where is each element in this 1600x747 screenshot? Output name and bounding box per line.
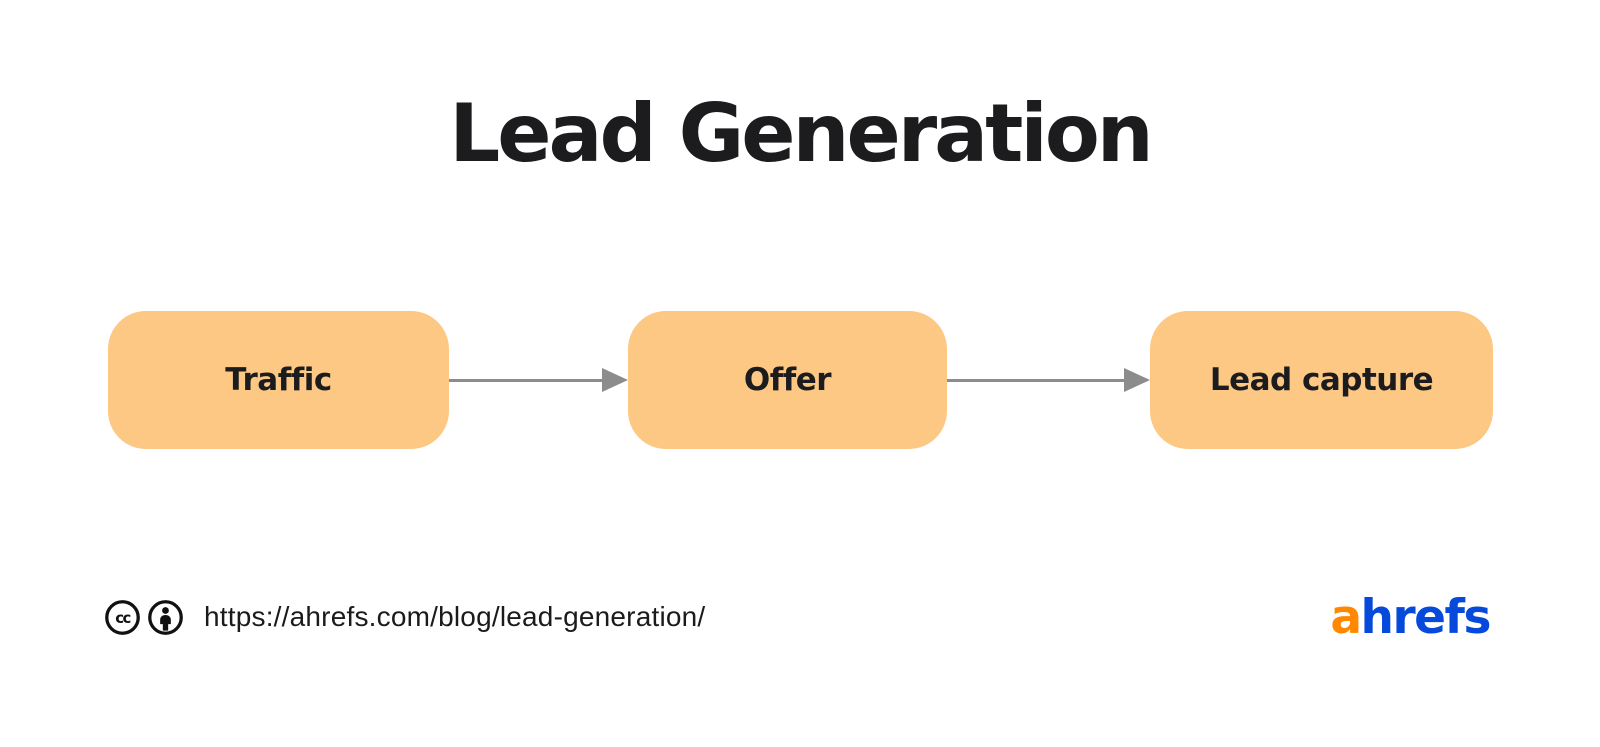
ahrefs-logo: ahrefs: [1330, 594, 1491, 641]
attribution-footer: cc https://ahrefs.com/blog/lead-generati…: [104, 594, 1492, 641]
svg-text:cc: cc: [115, 609, 130, 627]
arrow-line: [947, 378, 1124, 382]
attribution-person-icon: [148, 599, 183, 635]
arrow-connector: [449, 368, 628, 392]
flow-node-traffic: Traffic: [108, 311, 449, 449]
page-title: Lead Generation: [449, 87, 1153, 180]
logo-letter-a: a: [1330, 589, 1362, 645]
logo-letters-hrefs: hrefs: [1360, 589, 1492, 645]
flow-node-label: Lead capture: [1209, 362, 1434, 398]
arrow-right-icon: [1124, 368, 1150, 392]
arrow-line: [449, 378, 602, 382]
flow-node-lead-capture: Lead capture: [1150, 311, 1493, 449]
flow-node-label: Traffic: [225, 362, 332, 398]
arrow-right-icon: [602, 368, 628, 392]
arrow-connector: [947, 368, 1150, 392]
creative-commons-icon: cc: [105, 599, 140, 635]
flow-node-offer: Offer: [628, 311, 947, 449]
flow-node-label: Offer: [743, 362, 832, 398]
source-url[interactable]: https://ahrefs.com/blog/lead-generation/: [204, 601, 706, 632]
flow-diagram: Traffic Offer Lead capture: [108, 311, 1493, 449]
